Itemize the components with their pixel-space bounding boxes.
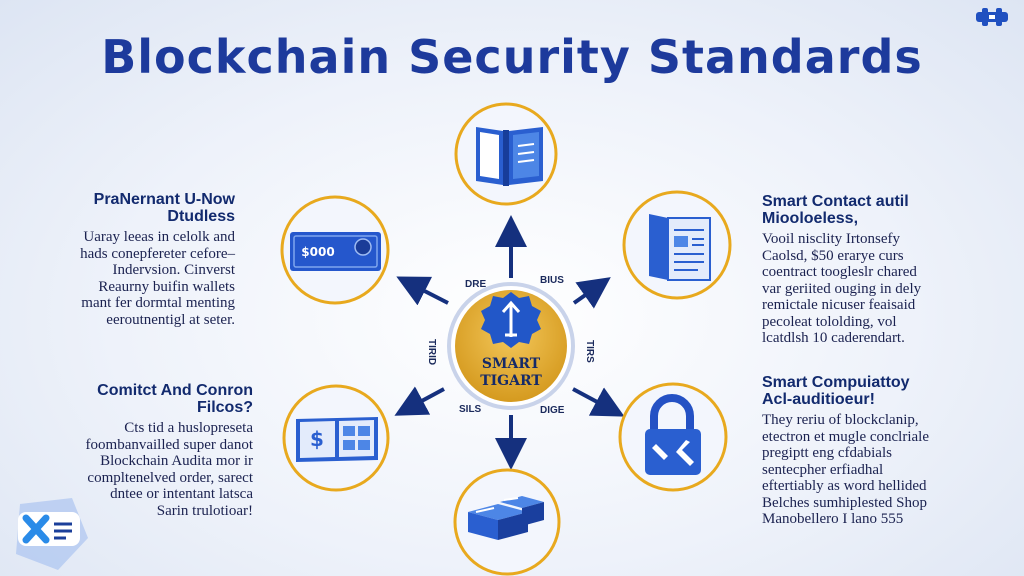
block-bottom-right-title: Smart Compuiattoy Acl-auditioeur! — [762, 374, 910, 408]
node-top-right — [622, 190, 732, 300]
arrow-up-left — [396, 276, 449, 306]
center-label-2: TIGART — [480, 373, 542, 389]
corner-logo-icon — [976, 8, 1008, 26]
arrow-up-right — [572, 277, 611, 309]
crypto-boxes-icon — [468, 496, 544, 540]
block-bottom-right: Smart Compuiattoy Acl-auditioeur! They r… — [762, 374, 929, 528]
arrow-down-left — [394, 386, 445, 416]
ring-label-2: BIUS — [540, 275, 564, 286]
node-top — [454, 102, 558, 206]
center-label-1: SMART — [482, 356, 541, 372]
node-bottom-right — [618, 382, 728, 492]
shield-badge-icon — [481, 292, 541, 348]
open-book-icon — [476, 127, 543, 186]
ring-label-6: DIGE — [540, 405, 565, 416]
node-bottom-left: $ — [282, 384, 390, 492]
arrows — [394, 215, 625, 470]
brand-logo-icon — [16, 498, 88, 570]
block-bottom-left: Comitct And Conron Filcos? Cts tid a hus… — [86, 382, 253, 519]
svg-text:$: $ — [310, 427, 324, 451]
node-bottom — [453, 468, 561, 576]
padlock-icon — [645, 394, 701, 475]
banknote-icon: $000 — [290, 232, 381, 271]
page-title: Blockchain Security Standards — [101, 30, 923, 84]
center-node: SMART TIGART — [447, 282, 575, 410]
block-top-left: PraNernant U-Now Dtudless Uaray leeas in… — [80, 191, 235, 328]
block-bottom-left-body: Cts tid a huslopreseta foombanvailled su… — [85, 420, 253, 519]
block-top-left-title: PraNernant U-Now Dtudless — [93, 191, 235, 225]
ledger-book-icon: $ — [296, 417, 378, 462]
banknote-text: $000 — [301, 245, 334, 259]
ring-label-5: SILS — [459, 404, 482, 415]
ring-label-3: TIRID — [426, 339, 437, 365]
block-bottom-right-body: They reriu of blockclanip, etectron et m… — [762, 412, 929, 527]
block-top-right-title: Smart Contact autil Miooloeless, — [762, 193, 909, 227]
block-top-right-body: Vooil nisclity Irtonsefy Caolsd, $50 era… — [762, 231, 922, 346]
block-top-left-body: Uaray leeas in celolk and hads conepfere… — [80, 229, 235, 328]
node-top-left: $000 — [280, 195, 390, 305]
block-bottom-left-title: Comitct And Conron Filcos? — [97, 382, 253, 416]
ring-label-4: TIRS — [584, 340, 595, 363]
document-icon — [649, 214, 711, 281]
block-top-right: Smart Contact autil Miooloeless, Vooil n… — [762, 193, 921, 347]
arrow-down-right — [572, 387, 625, 417]
ring-label-1: DRE — [465, 279, 486, 290]
